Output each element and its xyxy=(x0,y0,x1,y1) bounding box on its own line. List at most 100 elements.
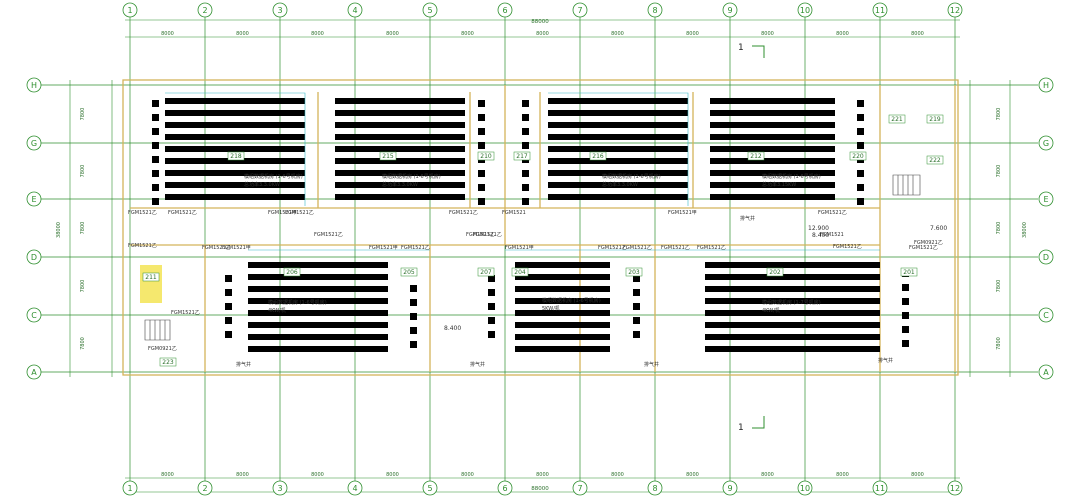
grid-bubble-row-G-left: G xyxy=(26,135,42,151)
room-number-205: 205 xyxy=(403,269,415,276)
room-note-2-line2: 总功率3.3.0KW xyxy=(382,181,418,188)
cabinet-c7-2 xyxy=(488,289,495,296)
grid-bubble-circle xyxy=(272,2,288,18)
rack-row-b4-r6 xyxy=(710,158,835,164)
rack-row-b4-r9 xyxy=(710,194,835,200)
door-label-10: FGM1521乙 xyxy=(833,243,862,250)
cabinet-c1-1 xyxy=(152,100,159,107)
top-dim-label-6: 8000 xyxy=(536,31,549,37)
right-dim-label-2: 7800 xyxy=(996,165,1002,178)
grid-bubble-label: E xyxy=(31,195,36,204)
grid-bubble-col-6-top: 6 xyxy=(497,2,513,18)
grid-bubble-col-10-bottom: 10 xyxy=(797,480,813,496)
grid-bubble-label: 2 xyxy=(202,6,207,15)
grid-bubble-circle xyxy=(1038,307,1054,323)
cabinet-c4-8 xyxy=(857,198,864,205)
rack-row-b7-r8 xyxy=(705,346,880,352)
grid-bubble-label: H xyxy=(31,81,37,90)
cabinet-c8-4 xyxy=(902,312,909,319)
right-dim-label-4: 7800 xyxy=(996,280,1002,293)
top-dim-label-8: 8000 xyxy=(686,31,699,37)
cabinet-c1-6 xyxy=(152,170,159,177)
grid-bubble-label: 9 xyxy=(727,484,732,493)
rack-row-b7-r1 xyxy=(705,262,880,268)
rack-row-b6-r1 xyxy=(515,262,610,268)
rack-row-b4-r2 xyxy=(710,110,835,116)
grid-bubble-label: C xyxy=(31,311,37,320)
room-number-201: 201 xyxy=(903,269,915,276)
grid-bubble-col-5-top: 5 xyxy=(422,2,438,18)
rack-row-b2-r5 xyxy=(335,146,465,152)
rack-row-b6-r6 xyxy=(515,322,610,328)
right-dim-label-5: 7800 xyxy=(996,337,1002,350)
grid-bubble-label: 1 xyxy=(127,484,132,493)
rack-row-b4-r8 xyxy=(710,182,835,188)
grid-bubble-col-2-top: 2 xyxy=(197,2,213,18)
grid-bubble-circle xyxy=(422,480,438,496)
room-tag-box-218 xyxy=(227,151,245,161)
rack-row-b4-r7 xyxy=(710,170,835,176)
grid-bubble-col-9-top: 9 xyxy=(722,2,738,18)
room-tag-box-222 xyxy=(926,155,944,165)
grid-bubble-col-12-bottom: 12 xyxy=(947,480,963,496)
rack-row-b1-r6 xyxy=(165,158,305,164)
room-number-203: 203 xyxy=(628,269,640,276)
exhaust-label-5: 排气井 xyxy=(878,357,893,364)
room-tag-box-219 xyxy=(926,114,944,124)
top-dim-label-9: 8000 xyxy=(761,31,774,37)
rack-row-b3-r5 xyxy=(548,146,688,152)
room-note-7: 模组数据机房 (1-7号机房) 4KW/机 xyxy=(762,299,821,314)
rack-row-b4-r1 xyxy=(710,98,835,104)
server-rack-rows xyxy=(165,98,880,352)
cabinet-c7-1 xyxy=(488,275,495,282)
cabinet-c8-6 xyxy=(902,340,909,347)
cabinet-c3-3 xyxy=(522,128,529,135)
rack-row-b5-r8 xyxy=(248,346,388,352)
room-tag-box-212 xyxy=(747,151,765,161)
room-number-204: 204 xyxy=(514,269,526,276)
room-note-4: 模组数据机房 (1-6号机房) 总功率3.15KW xyxy=(762,173,821,188)
grid-bubble-circle xyxy=(347,2,363,18)
outer-wall xyxy=(122,79,959,376)
rack-row-b7-r6 xyxy=(705,322,880,328)
grid-bubble-row-H-left: H xyxy=(26,77,42,93)
grid-bubble-circle xyxy=(497,2,513,18)
room-tag-box-206 xyxy=(283,267,301,277)
elevation-4: 7.600 xyxy=(930,225,947,232)
cabinet-c5-5 xyxy=(410,341,417,348)
rack-row-b3-r8 xyxy=(548,182,688,188)
exhaust-label-4: 排气井 xyxy=(740,215,755,222)
grid-bubble-label: 10 xyxy=(800,6,810,15)
grid-bubble-row-D-left: D xyxy=(26,249,42,265)
grid-bubble-circle xyxy=(1038,249,1054,265)
cabinet-c8-2 xyxy=(902,284,909,291)
door-label-7: FGM1521乙 xyxy=(473,231,502,238)
rack-row-b5-r4 xyxy=(248,298,388,304)
left-dim-label-1: 7800 xyxy=(80,108,86,121)
rack-row-b5-r1 xyxy=(248,262,388,268)
grid-bubble-label: 1 xyxy=(127,6,132,15)
section-arrow-top xyxy=(752,45,765,58)
cabinet-c2-8 xyxy=(478,198,485,205)
rack-row-b1-r5 xyxy=(165,146,305,152)
grid-bubble-circle xyxy=(122,2,138,18)
rack-row-b3-r2 xyxy=(548,110,688,116)
grid-bubble-label: 7 xyxy=(577,484,582,493)
grid-bubble-col-3-bottom: 3 xyxy=(272,480,288,496)
rack-row-b3-r4 xyxy=(548,134,688,140)
cabinet-c9-1 xyxy=(225,275,232,282)
grid-bubble-label: D xyxy=(31,253,37,262)
rack-row-b1-r3 xyxy=(165,122,305,128)
door-label-14: FGM1521甲 xyxy=(369,245,398,251)
top-dim-label-10: 8000 xyxy=(836,31,849,37)
grid-bubble-row-A-right: A xyxy=(1038,364,1054,380)
grid-bubble-label: G xyxy=(1043,139,1049,148)
door-label-24: FGM0921乙 xyxy=(148,345,177,352)
door-label-25: FGM1521 xyxy=(820,232,844,238)
cabinet-c4-6 xyxy=(857,170,864,177)
grid-bubble-circle xyxy=(872,2,888,18)
bottom-dim-label-5: 8000 xyxy=(461,472,474,478)
grid-bubble-label: 12 xyxy=(950,6,960,15)
rack-row-b2-r2 xyxy=(335,110,465,116)
door-label-8: FGM1521甲 xyxy=(668,210,697,216)
